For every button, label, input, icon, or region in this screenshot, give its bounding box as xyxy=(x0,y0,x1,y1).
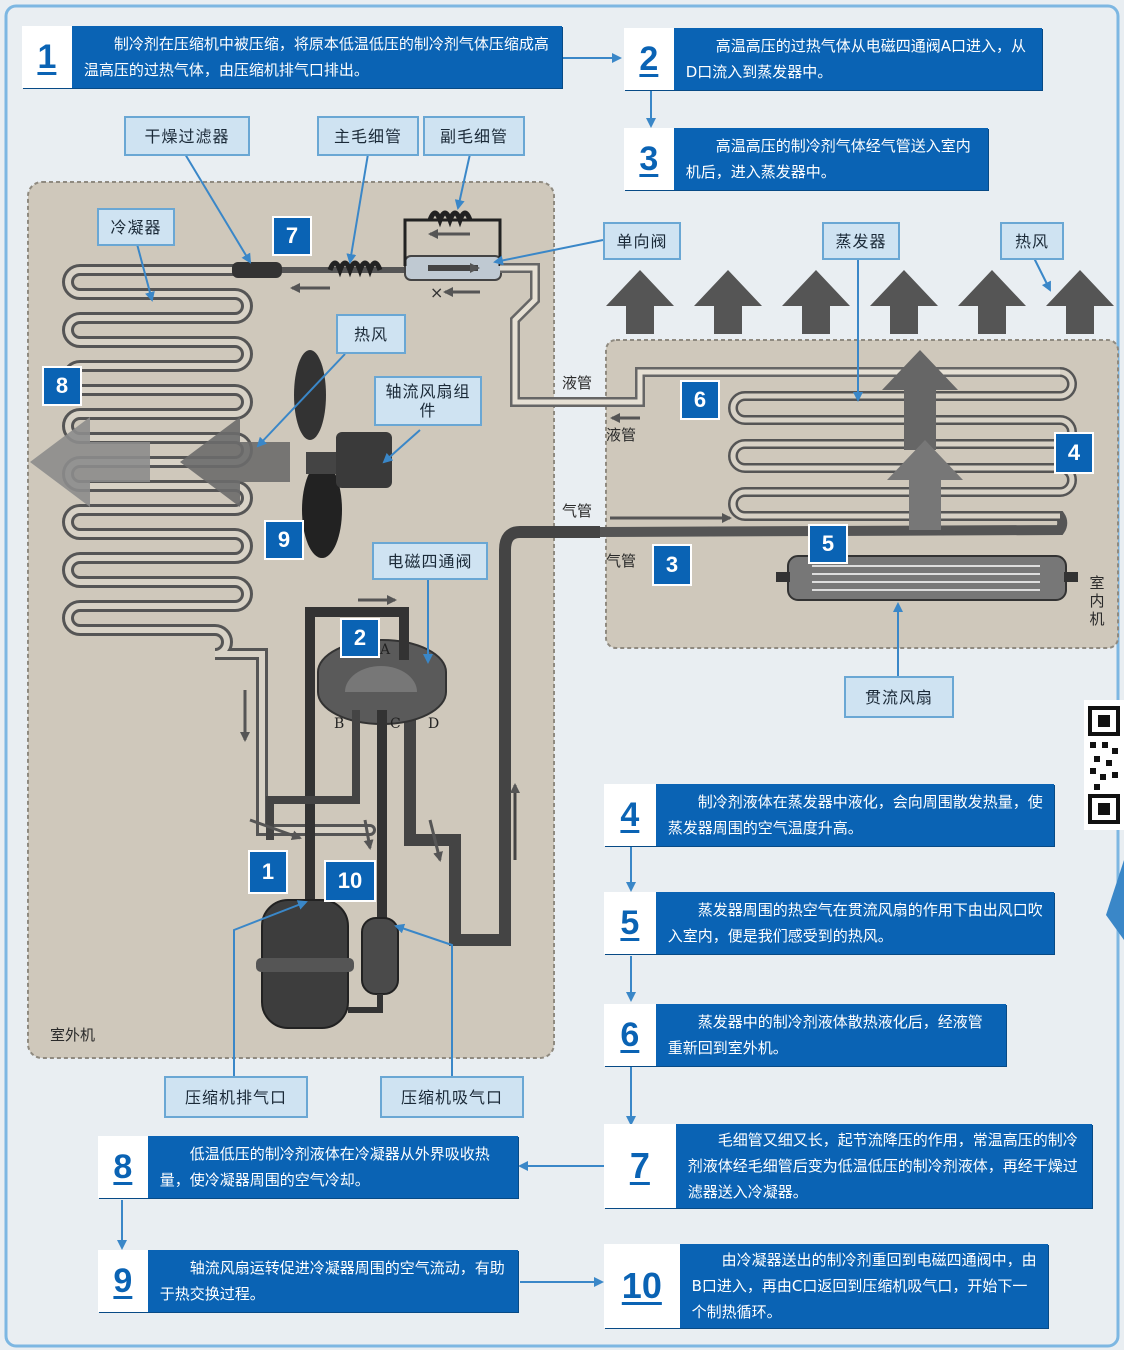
label-cross-flow-fan: 贯流风扇 xyxy=(844,676,954,718)
step-number: 7 xyxy=(604,1124,676,1208)
badge-10: 10 xyxy=(324,860,376,902)
port-c-label: C xyxy=(390,716,401,732)
svg-text:×: × xyxy=(430,283,443,302)
badge-4: 4 xyxy=(1054,432,1094,474)
label-condenser: 冷凝器 xyxy=(97,208,175,246)
badge-9: 9 xyxy=(264,520,304,560)
step-number: 3 xyxy=(624,128,674,190)
step-text: 制冷剂液体在蒸发器中液化，会向周围散发热量，使蒸发器周围的空气温度升高。 xyxy=(667,793,1043,837)
step-text: 蒸发器周围的热空气在贯流风扇的作用下由出风口吹入室内，便是我们感受到的热风。 xyxy=(667,901,1043,945)
badge-6: 6 xyxy=(680,380,720,420)
dryer-filter-shape xyxy=(232,262,282,278)
badge-3: 3 xyxy=(652,544,692,586)
step-number: 1 xyxy=(22,26,72,88)
port-d-label: D xyxy=(428,716,440,732)
step-10-box: 10 由冷凝器送出的制冷剂重回到电磁四通阀中，由B口进入，再由C口返回到压缩机吸… xyxy=(604,1244,1048,1328)
badge-2: 2 xyxy=(340,618,380,658)
port-a-label: A xyxy=(380,642,391,658)
step-9-box: 9 轴流风扇运转促进冷凝器周围的空气流动，有助于热交换过程。 xyxy=(98,1250,518,1312)
label-hot-air-indoor: 热风 xyxy=(1000,222,1064,260)
label-aux-capillary: 副毛细管 xyxy=(423,116,525,156)
label-hot-air-outdoor: 热风 xyxy=(336,314,406,354)
axial-fan-blade-bottom xyxy=(302,462,342,558)
step-number: 5 xyxy=(604,892,656,954)
step-text: 高温高压的制冷剂气体经气管送入室内机后，进入蒸发器中。 xyxy=(685,137,971,181)
label-axial-fan: 轴流风扇组件 xyxy=(374,376,482,426)
step-number: 2 xyxy=(624,28,674,90)
liquid-pipe-label-1: 液管 xyxy=(562,374,593,392)
fan-motor-shape xyxy=(336,432,392,488)
step-number: 4 xyxy=(604,784,656,846)
step-number: 9 xyxy=(98,1250,148,1312)
step-4-box: 4 制冷剂液体在蒸发器中液化，会向周围散发热量，使蒸发器周围的空气温度升高。 xyxy=(604,784,1054,846)
step-number: 6 xyxy=(604,1004,656,1066)
step-number: 10 xyxy=(604,1244,680,1328)
step-text: 由冷凝器送出的制冷剂重回到电磁四通阀中，由B口进入，再由C口返回到压缩机吸气口，… xyxy=(691,1251,1037,1321)
step-text: 轴流风扇运转促进冷凝器周围的空气流动，有助于热交换过程。 xyxy=(159,1259,505,1303)
warm-air-arrows xyxy=(606,270,1114,530)
axial-fan-blade-top xyxy=(294,350,326,440)
step-2-box: 2 高温高压的过热气体从电磁四通阀A口进入，从D口流入到蒸发器中。 xyxy=(624,28,1042,90)
step-1-box: 1 制冷剂在压缩机中被压缩，将原本低温低压的制冷剂气体压缩成高温高压的过热气体，… xyxy=(22,26,562,88)
step-text: 高温高压的过热气体从电磁四通阀A口进入，从D口流入到蒸发器中。 xyxy=(685,37,1027,81)
label-check-valve: 单向阀 xyxy=(603,222,681,260)
outdoor-unit-label: 室外机 xyxy=(50,1026,96,1044)
step-text: 制冷剂在压缩机中被压缩，将原本低温低压的制冷剂气体压缩成高温高压的过热气体，由压… xyxy=(83,35,549,79)
step-number: 8 xyxy=(98,1136,148,1198)
label-compressor-discharge: 压缩机排气口 xyxy=(164,1076,308,1118)
gas-pipe-label-1: 气管 xyxy=(562,502,593,520)
step-text: 蒸发器中的制冷剂液体散热液化后，经液管重新回到室外机。 xyxy=(667,1013,983,1057)
label-evaporator: 蒸发器 xyxy=(822,222,900,260)
indoor-unit-label: 室内机 xyxy=(1089,574,1105,628)
label-main-capillary: 主毛细管 xyxy=(317,116,419,156)
label-four-way-valve: 电磁四通阀 xyxy=(372,542,488,580)
badge-5: 5 xyxy=(808,524,848,564)
step-text: 低温低压的制冷剂液体在冷凝器从外界吸收热量，使冷凝器周围的空气冷却。 xyxy=(159,1145,490,1189)
gas-pipe-label-2: 气管 xyxy=(606,552,637,570)
step-3-box: 3 高温高压的制冷剂气体经气管送入室内机后，进入蒸发器中。 xyxy=(624,128,988,190)
label-compressor-suction: 压缩机吸气口 xyxy=(380,1076,524,1118)
liquid-pipe-label-2: 液管 xyxy=(606,426,637,444)
step-8-box: 8 低温低压的制冷剂液体在冷凝器从外界吸收热量，使冷凝器周围的空气冷却。 xyxy=(98,1136,518,1198)
accumulator-shape xyxy=(361,917,399,995)
step-7-box: 7 毛细管又细又长，起节流降压的作用，常温高压的制冷剂液体经毛细管后变为低温低压… xyxy=(604,1124,1092,1208)
badge-1: 1 xyxy=(248,850,288,894)
step-6-box: 6 蒸发器中的制冷剂液体散热液化后，经液管重新回到室外机。 xyxy=(604,1004,1006,1066)
badge-8: 8 xyxy=(42,366,82,406)
port-b-label: B xyxy=(334,716,345,732)
qr-code xyxy=(1084,700,1124,830)
aux-capillary-shape xyxy=(427,210,473,228)
step-text: 毛细管又细又长，起节流降压的作用，常温高压的制冷剂液体经毛细管后变为低温低压的制… xyxy=(687,1131,1078,1201)
label-dryer-filter: 干燥过滤器 xyxy=(124,116,250,156)
step-5-box: 5 蒸发器周围的热空气在贯流风扇的作用下由出风口吹入室内，便是我们感受到的热风。 xyxy=(604,892,1054,954)
badge-7: 7 xyxy=(272,216,312,256)
